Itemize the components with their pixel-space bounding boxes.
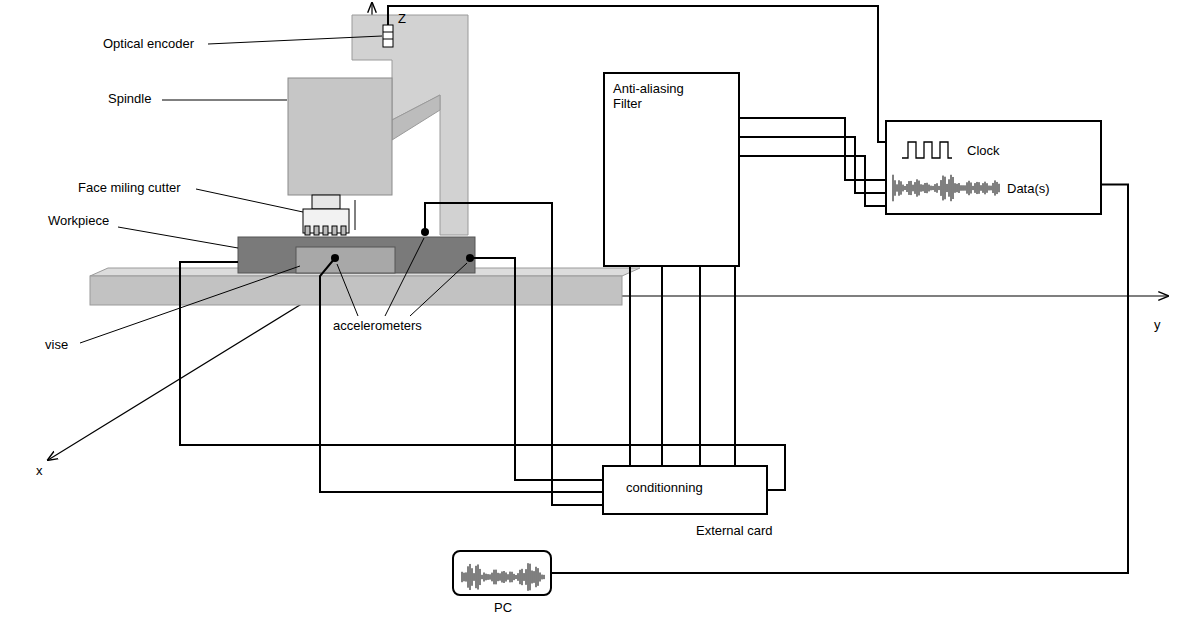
vise (296, 247, 395, 273)
part-label: vise (45, 338, 68, 353)
data-label: Data(s) (1007, 182, 1050, 197)
pc-label: PC (494, 601, 512, 616)
signal-wire (740, 118, 885, 180)
workpiece (238, 237, 475, 273)
face-milling-cutter (312, 195, 340, 209)
sensor-wires (180, 6, 885, 505)
machine-table (90, 276, 622, 305)
axis-label: Z (398, 12, 406, 27)
signal-wire (740, 137, 885, 193)
filter-label: Anti-aliasing Filter (613, 82, 708, 112)
part-label: Spindle (108, 92, 151, 107)
signal-wire (740, 156, 885, 206)
column-step (392, 95, 440, 140)
card-label: External card (696, 524, 773, 539)
part-label: Face miling cutter (78, 181, 181, 196)
clock-icon (902, 142, 952, 158)
signal-wire (699, 267, 701, 465)
signal-wire (629, 267, 631, 465)
part-label: Optical encoder (103, 37, 194, 52)
accelerometer-dots (331, 228, 474, 262)
signal-wire (552, 185, 1128, 573)
acquisition-box: ClockData(s) (885, 120, 1102, 215)
axis-label: x (36, 464, 43, 479)
signal-wire (661, 267, 663, 465)
column-edge (355, 200, 356, 230)
pc-waveform (462, 563, 544, 591)
part-label: accelerometers (333, 319, 422, 334)
clock-label: Clock (967, 144, 1000, 159)
conditioning-label: conditionning (626, 481, 703, 496)
signal-wire (734, 267, 736, 465)
spindle-head (288, 78, 392, 195)
part-label: Workpiece (48, 214, 109, 229)
axis-label: y (1154, 318, 1161, 333)
optical-encoder (383, 25, 393, 47)
pc-box: PC (452, 550, 552, 596)
filter-box: Anti-aliasing Filter (603, 72, 740, 267)
data-waveform (893, 175, 999, 202)
conditioning-box: conditionningExternal card (602, 465, 768, 515)
